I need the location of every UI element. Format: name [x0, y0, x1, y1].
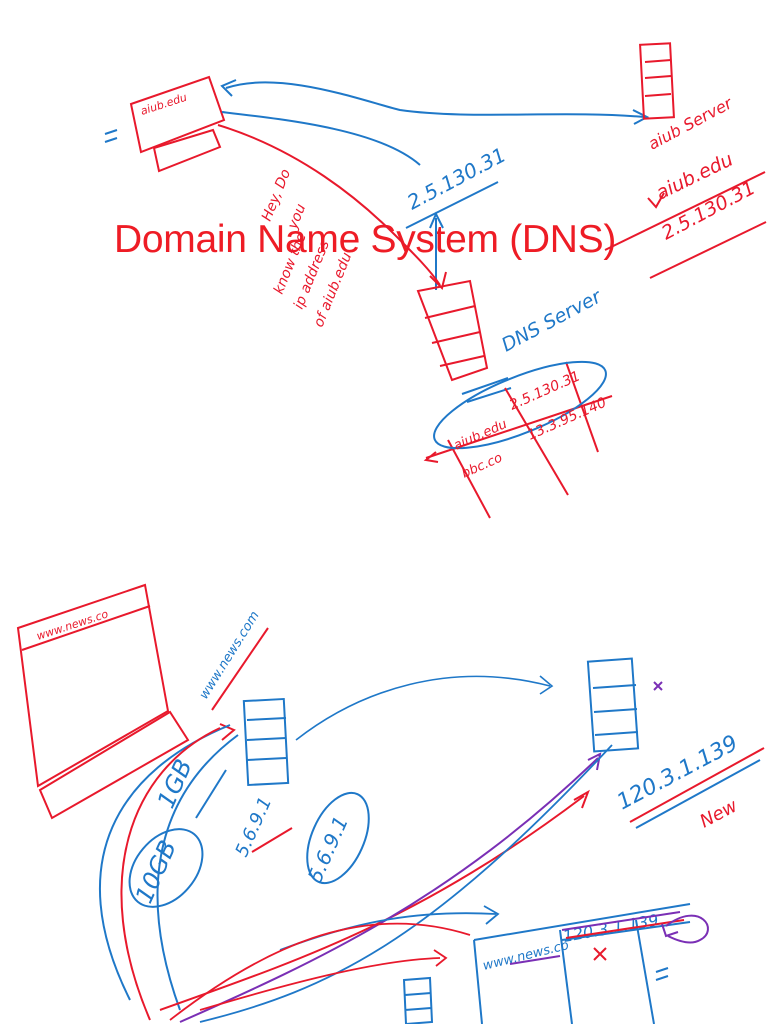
client-side-tick	[104, 129, 118, 143]
bottom-dns-table: www.news.co 120.3.1.139	[402, 903, 709, 1024]
cache-shelves	[246, 717, 287, 761]
dns-query-arrow	[217, 124, 441, 286]
client-to-server-arrow	[225, 81, 646, 118]
news-server-mark	[653, 681, 663, 691]
typed-url-underline	[211, 627, 269, 711]
bottom-table-ip-strike-1	[561, 911, 681, 931]
new-ip-underline-red	[629, 747, 765, 823]
cache-size-underline	[195, 769, 227, 819]
dns-table-arrow-left	[423, 451, 439, 463]
client-url-text: aiub.edu	[139, 91, 189, 118]
client-screen-outline	[129, 75, 226, 154]
dns-table: aiub.edu 2.5.130.31 bbc.co 13.3.95.140	[423, 360, 613, 519]
browser-window	[16, 583, 170, 788]
dns-row-2-domain: bbc.co	[460, 450, 505, 481]
bottom-table-tick	[655, 967, 669, 981]
cache-arrowhead	[219, 723, 236, 741]
bottom-table-loop-arrowhead	[661, 923, 679, 938]
cached-ip-2: 5.6.9.1	[303, 812, 353, 886]
dns-server-rack	[416, 279, 489, 382]
aiub-server-rack	[639, 42, 675, 120]
bottom-table-right-line	[635, 919, 655, 1024]
blue-response-arrow	[199, 744, 613, 1023]
browser-address-text: www.news.co	[35, 607, 110, 642]
bottom-table-x-mark	[593, 947, 607, 961]
client-keyboard-base	[152, 128, 222, 173]
bottom-table-top-line	[473, 903, 691, 941]
browser-address-bar-line	[21, 605, 151, 651]
blue-sweep-2	[156, 734, 239, 1011]
typed-url-label: www.news.com	[197, 609, 263, 702]
bottom-left-mini-rack	[402, 976, 434, 1024]
bottom-table-left-line	[473, 939, 483, 1024]
purple-response-arrow	[179, 757, 599, 1023]
cached-ip-2-bubble	[306, 791, 370, 885]
news-server: 120.3.1.139 New	[586, 657, 765, 832]
cached-ip-1-strike	[251, 827, 293, 853]
news-server-shelves	[592, 684, 639, 736]
dns-table-col-3	[565, 361, 599, 453]
question-line-2: you	[284, 202, 309, 233]
cache-rack	[242, 697, 290, 787]
aiub-server-underline-2	[649, 221, 767, 279]
resolved-ip-underline	[405, 181, 499, 229]
aiub-server-label: aiub Server	[645, 93, 736, 154]
query-arrow-to-server	[295, 675, 551, 741]
blue-to-table-arrowhead	[483, 905, 500, 925]
aiub-server-underline-1	[604, 171, 766, 251]
aiub-server-check	[647, 192, 665, 209]
red-sweep-2	[169, 922, 471, 1021]
dns-reply-arrow	[221, 111, 421, 166]
dns-query-arrowhead	[429, 271, 447, 290]
dns-server-shelves	[424, 305, 485, 367]
red-response-arrowhead	[573, 789, 590, 809]
dns-server-label: DNS Server	[498, 285, 606, 356]
cache-size-10gb: 10GB	[130, 836, 182, 907]
browser-keyboard	[38, 710, 190, 820]
red-to-table-arrowhead	[433, 949, 448, 967]
aiub-server-shelves	[644, 59, 672, 97]
red-response-arrow	[159, 795, 585, 1011]
new-ip-underline-blue	[635, 759, 761, 829]
client-arrowhead	[220, 79, 237, 97]
news-server-rack	[586, 657, 640, 753]
browser-laptop: www.news.co www.news.com	[16, 583, 269, 820]
local-dns-cache: 1GB 10GB 5.6.9.1 5.6.9.1	[128, 697, 370, 908]
bottom-table-ip-strike-2	[565, 919, 685, 939]
dns-server-base-tick	[461, 377, 512, 403]
client-computer: aiub.edu	[104, 75, 226, 173]
slide-title: Domain Name System (DNS)	[114, 218, 617, 261]
dns-table-col-1	[447, 439, 491, 519]
purple-response-arrowhead	[587, 752, 602, 771]
red-sweep-1	[120, 727, 221, 1021]
server-arrowhead	[632, 109, 650, 125]
bottom-table-underline	[509, 955, 561, 965]
dns-question: Hey, Do you know the ip address of aiub.…	[259, 167, 355, 330]
bottom-table-loop	[665, 914, 709, 944]
aiub-server: aiub Server aiub.edu 2.5.130.31	[604, 42, 767, 279]
red-to-table-arrow	[199, 957, 441, 1011]
big-cache-bubble	[128, 828, 204, 908]
dns-table-highlight	[433, 360, 607, 450]
bottom-table-mid-line	[559, 929, 573, 1024]
new-label: New	[696, 795, 741, 832]
query-arrowhead	[539, 675, 554, 695]
dns-table-col-2	[504, 387, 569, 496]
dns-row-1-domain: aiub.edu	[452, 417, 510, 454]
